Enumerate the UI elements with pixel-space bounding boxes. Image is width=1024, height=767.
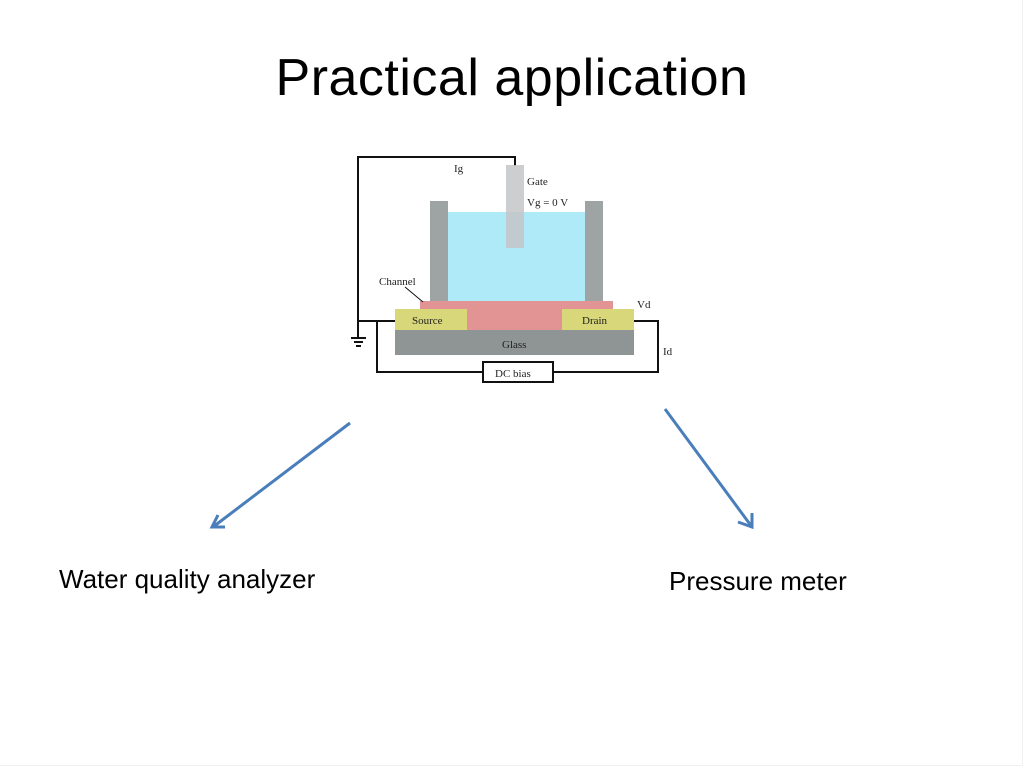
gate-electrode xyxy=(506,165,524,248)
application-water-quality: Water quality analyzer xyxy=(59,564,316,594)
id-label: Id xyxy=(663,346,673,358)
dc-bias-box xyxy=(482,361,554,383)
application-pressure-meter: Pressure meter xyxy=(669,566,847,596)
vg-label: Vg = 0 V xyxy=(527,197,568,209)
bias-loop-left xyxy=(376,321,483,373)
ig-label: Ig xyxy=(454,163,464,175)
channel-body xyxy=(466,309,563,331)
arrow-to-pressure-meter xyxy=(663,408,754,528)
ground-icon xyxy=(351,330,366,347)
bias-loop-right xyxy=(553,320,659,373)
channel-label: Channel xyxy=(379,276,416,288)
channel-layer xyxy=(420,301,613,310)
reservoir-wall-left xyxy=(430,201,448,302)
arrow-to-water-quality xyxy=(212,421,351,529)
drain-electrode xyxy=(562,309,634,331)
reservoir-wall-right xyxy=(585,201,603,302)
source-electrode xyxy=(395,309,467,331)
glass-substrate xyxy=(395,330,634,355)
vd-label: Vd xyxy=(637,299,651,311)
arrowhead-left-icon xyxy=(209,514,225,529)
slide-title: Practical application xyxy=(275,49,749,107)
gate-label: Gate xyxy=(527,176,548,188)
gate-wire xyxy=(357,156,516,330)
arrowhead-right-icon xyxy=(737,513,754,530)
drain-label: Drain xyxy=(582,315,608,327)
source-label: Source xyxy=(412,315,443,327)
channel-pointer xyxy=(404,286,424,303)
glass-label: Glass xyxy=(502,339,526,351)
dc-bias-label: DC bias xyxy=(495,368,531,380)
